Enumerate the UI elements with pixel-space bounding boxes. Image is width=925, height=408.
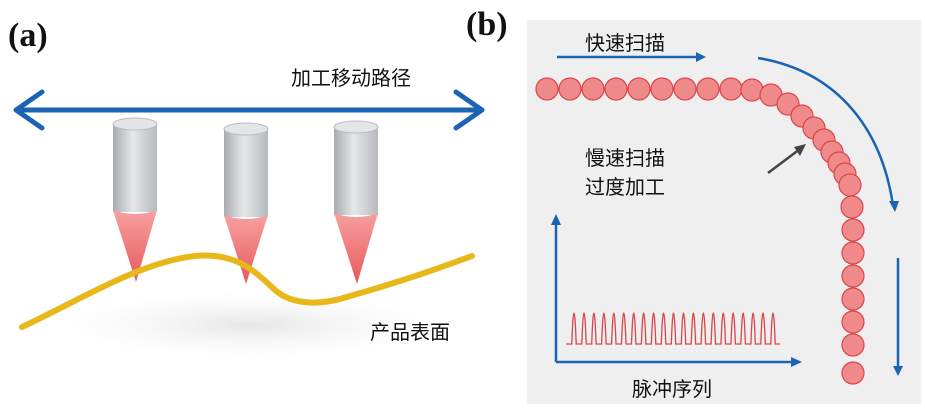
laser-beam-3 — [334, 213, 378, 284]
pulse-sequence-label: 脉冲序列 — [632, 377, 712, 401]
movement-path-label: 加工移动路径 — [291, 66, 411, 90]
panel-b — [527, 20, 921, 404]
fast-scan-label: 快速扫描 — [585, 31, 665, 55]
over-processing-label: 过度加工 — [585, 175, 665, 199]
down-arrow — [893, 258, 903, 376]
product-surface-label: 产品表面 — [370, 320, 450, 344]
panel-b-label: (b) — [466, 6, 508, 43]
product-surface-curve — [19, 252, 475, 330]
scan-direction-curve-arrow — [757, 56, 899, 212]
laser-spot-chain — [535, 77, 865, 385]
slow-scan-label: 慢速扫描 — [585, 146, 665, 170]
pulse-sequence — [566, 312, 780, 345]
movement-path-arrow — [13, 89, 485, 131]
laser-beam-1 — [113, 210, 157, 282]
laser-tool-2 — [223, 122, 269, 284]
laser-tool-3 — [333, 120, 379, 284]
fast-scan-arrow — [557, 52, 706, 62]
pulse-axes — [551, 214, 802, 367]
surface-shadow — [20, 285, 480, 365]
pointer-arrow — [767, 144, 806, 174]
pulse-waveform — [566, 312, 780, 345]
laser-tool-1 — [112, 117, 158, 282]
panel-a — [13, 89, 485, 365]
laser-beam-2 — [224, 215, 268, 284]
panel-a-label: (a) — [8, 17, 48, 54]
